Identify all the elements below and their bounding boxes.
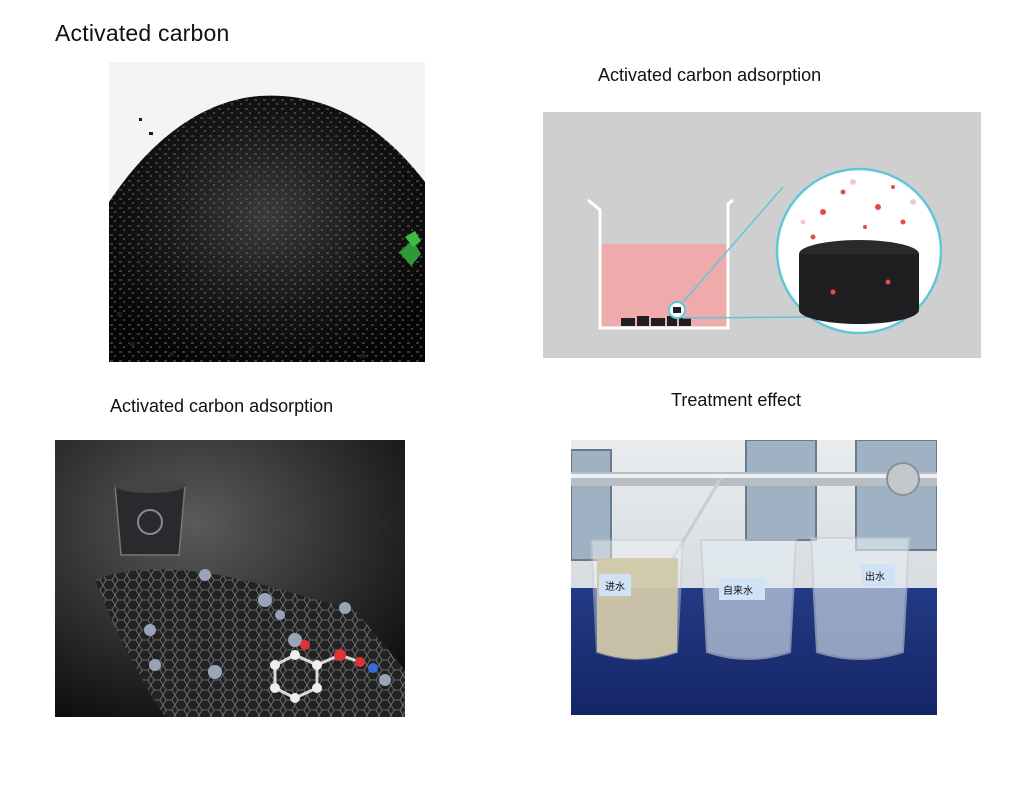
beaker-label-inlet: 进水	[605, 581, 625, 593]
beaker-label-tap: 自来水	[723, 584, 753, 597]
molecular-caption: Activated carbon adsorption	[110, 396, 334, 416]
carbon-granules-photo	[109, 62, 425, 362]
page-title: Activated carbon	[55, 20, 230, 46]
diagram-caption: Activated carbon adsorption	[598, 65, 822, 85]
beaker-label-outlet: 出水	[865, 570, 885, 583]
beaker-icon	[587, 198, 734, 330]
three-beakers-photo: 进水 自来水 出水	[571, 440, 937, 715]
effect-caption: Treatment effect	[671, 390, 802, 410]
zoom-circle-icon	[775, 167, 943, 335]
adsorption-diagram	[543, 112, 981, 358]
graphene-molecule-render	[55, 440, 405, 717]
